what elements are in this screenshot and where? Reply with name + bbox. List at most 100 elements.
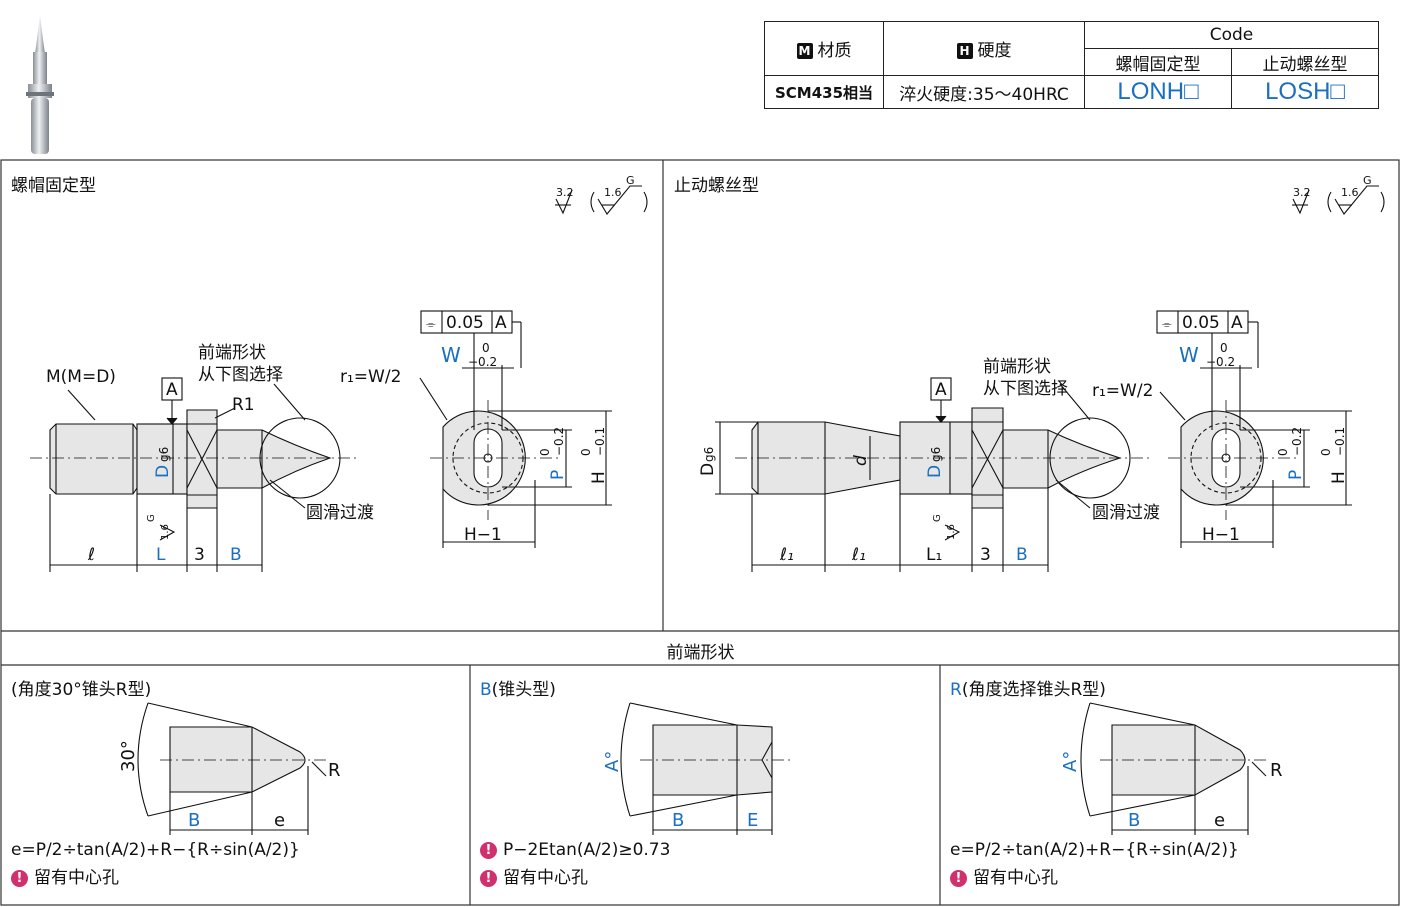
tip-drawings: 30° R B e A° B E A° R B e (118, 702, 1283, 835)
tip-col2-title: B(锥头型) (480, 680, 556, 700)
w-tol-down-r: −0.2 (1206, 355, 1235, 369)
p-tol-down: −0.2 (552, 427, 566, 456)
code-losh[interactable]: LOSH□ (1231, 75, 1379, 109)
dim-L: L (156, 545, 166, 565)
dim-L1: L₁ (926, 545, 942, 565)
rough-paren: 1.6 (604, 186, 622, 199)
col2-angle: A° (602, 751, 623, 772)
rough-side-g-r: G (932, 514, 943, 522)
rough-g: G (626, 174, 635, 187)
h1-label: H−1 (464, 525, 502, 545)
left-drawing: 3.2 1.6 G M(M=D) 前端形状 从下图选择 R1 A 圆滑过渡 ℓ … (30, 174, 648, 572)
warning-icon: ! (480, 841, 497, 859)
h1-label-r: H−1 (1202, 525, 1240, 545)
col3-r: R (1270, 760, 1283, 781)
smooth-label: 圆滑过渡 (306, 503, 374, 523)
h-tol-down-r: −0.1 (1333, 427, 1347, 456)
r1w-label-r: r₁=W/2 (1092, 381, 1153, 401)
p-tol-up: 0 (538, 448, 552, 456)
dim-3-r: 3 (980, 545, 991, 565)
tip-label-1: 前端形状 (198, 343, 266, 363)
warning-icon: ! (11, 869, 28, 887)
w-tol-up-r: 0 (1220, 341, 1228, 355)
left-panel-title: 螺帽固定型 (11, 176, 96, 196)
dim-Dg6-r: D (698, 463, 718, 476)
r1-label: R1 (232, 395, 255, 415)
dim-l1a: ℓ₁ (779, 545, 794, 565)
tip-label-2-r: 从下图选择 (983, 379, 1068, 399)
product-photo (26, 16, 54, 154)
h-tol-up-r: 0 (1319, 448, 1333, 456)
right-drawing: 3.2 1.6 G 前端形状 从下图选择 A 圆滑过渡 D g6 d D g6 … (698, 174, 1385, 572)
p-label-r: P (1286, 470, 1306, 480)
col2-b: B (672, 810, 684, 831)
dim-D: D (153, 465, 173, 478)
w-label: W (441, 343, 461, 367)
w-tol-down: −0.2 (468, 355, 497, 369)
h-tol-up: 0 (579, 448, 593, 456)
thread-label: M(M=D) (46, 367, 116, 387)
col2-e: E (747, 810, 758, 831)
rough-g-r: G (1363, 174, 1372, 187)
col1-r: R (328, 760, 341, 781)
dim-3: 3 (194, 545, 205, 565)
col1-note: !留有中心孔 (11, 863, 119, 888)
col1-e: e (274, 810, 285, 831)
flat-symbol-r: ⌯ (1162, 317, 1172, 331)
col1-b: B (188, 810, 200, 831)
rough-side-r: 1.6 (946, 524, 957, 540)
r1w-label: r₁=W/2 (340, 367, 401, 387)
warning-icon: ! (950, 869, 967, 887)
col3-angle: A° (1060, 751, 1081, 772)
col3-formula: e=P/2÷tan(A/2)+R−{R÷sin(A/2)} (950, 840, 1239, 860)
col3-b: B (1128, 810, 1140, 831)
flat-tol: 0.05 (446, 313, 484, 333)
dim-l: ℓ (87, 545, 95, 565)
dim-D-tol: g6 (157, 447, 171, 462)
rough-paren-r: 1.6 (1341, 186, 1359, 199)
col3-e: e (1214, 810, 1225, 831)
col3-note: !留有中心孔 (950, 863, 1058, 888)
rough-side-g: G (146, 514, 157, 522)
h-label: H (589, 471, 609, 484)
right-panel-title: 止动螺丝型 (674, 176, 759, 196)
flat-datum: A (495, 313, 507, 333)
tip-section-title: 前端形状 (666, 643, 735, 663)
type2-header: 止动螺丝型 (1231, 48, 1379, 76)
col1-formula: e=P/2÷tan(A/2)+R−{R÷sin(A/2)} (11, 840, 300, 860)
dim-d-r: d (851, 455, 871, 466)
dim-B-r: B (1016, 545, 1028, 565)
p-tol-up-r: 0 (1276, 448, 1290, 456)
tip-col3-title: R(角度选择锥头R型) (950, 680, 1106, 700)
flat-symbol: ⌯ (426, 317, 436, 331)
p-tol-down-r: −0.2 (1290, 427, 1304, 456)
smooth-label-r: 圆滑过渡 (1092, 503, 1160, 523)
rough-side: 1.6 (160, 524, 171, 540)
flat-tol-r: 0.05 (1182, 313, 1220, 333)
warning-icon: ! (480, 869, 497, 887)
tip-label-1-r: 前端形状 (983, 357, 1051, 377)
p-label: P (548, 470, 568, 480)
code-lonh[interactable]: LONH□ (1084, 75, 1232, 109)
dim-Dg6-tol: g6 (702, 447, 716, 462)
dim-D-r: D (925, 465, 945, 478)
col1-angle: 30° (118, 740, 139, 772)
tip-col1-title: (角度30°锥头R型) (11, 680, 152, 700)
dim-B: B (230, 545, 242, 565)
dim-l1b: ℓ₁ (851, 545, 866, 565)
dim-D-tol-r: g6 (929, 447, 943, 462)
roughness-symbol-right (1292, 185, 1385, 215)
h-label-r: H (1329, 471, 1349, 484)
w-label-r: W (1179, 343, 1199, 367)
datum-a-r: A (935, 380, 947, 400)
tip-label-2: 从下图选择 (198, 365, 283, 385)
rough-main: 3.2 (556, 186, 574, 199)
w-tol-up: 0 (482, 341, 490, 355)
col2-formula: !P−2Etan(A/2)≥0.73 (480, 840, 670, 860)
flat-datum-r: A (1231, 313, 1243, 333)
rough-main-r: 3.2 (1293, 186, 1311, 199)
